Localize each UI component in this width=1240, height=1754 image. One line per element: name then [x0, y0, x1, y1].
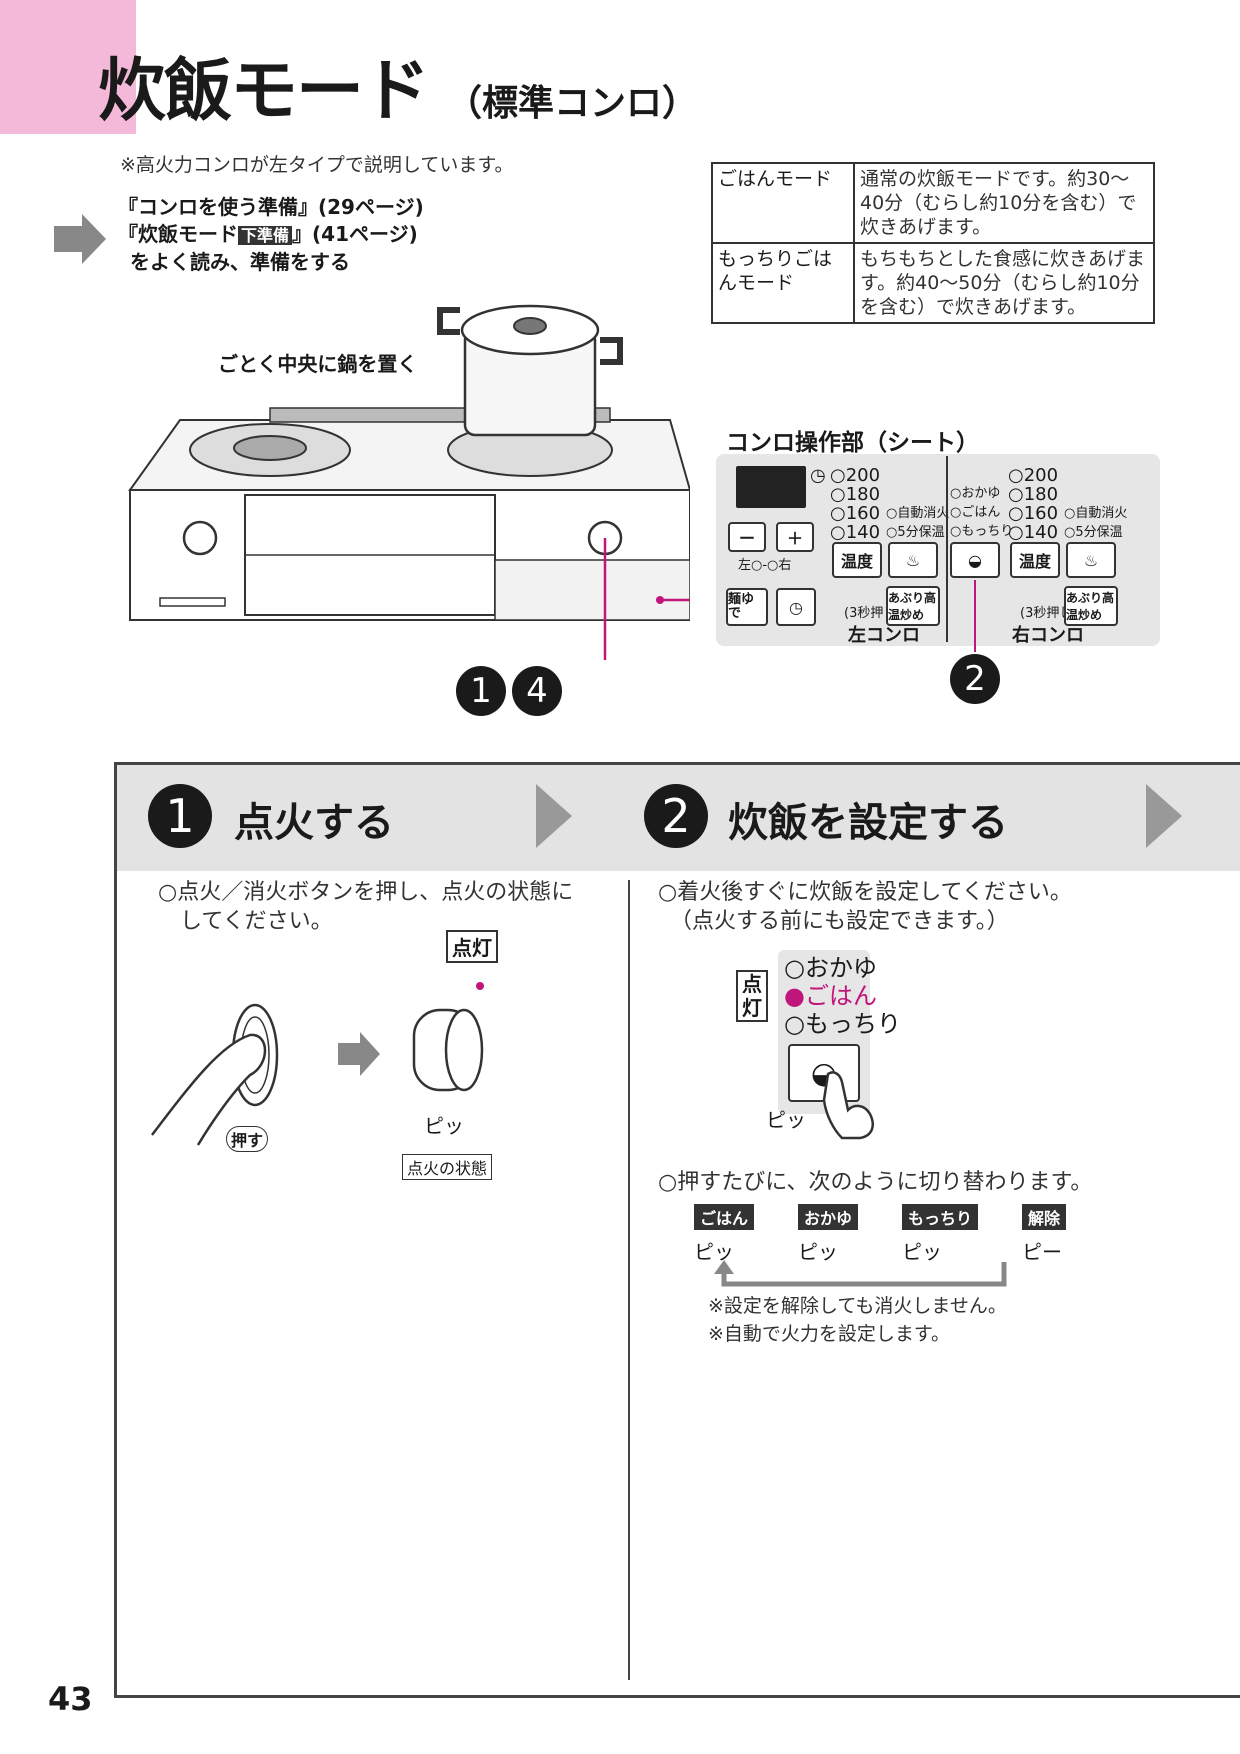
stove-illustration	[128, 304, 690, 660]
rice-mode-indicators: ○おかゆ ○ごはん ○もっちり	[950, 486, 1014, 539]
timer-button[interactable]: ◷	[776, 588, 816, 626]
callout-1: 1	[456, 666, 506, 716]
step-arrow-icon	[1146, 784, 1182, 848]
step1-number: 1	[148, 784, 212, 848]
column-divider	[628, 880, 630, 1680]
plus-button[interactable]: ＋	[776, 522, 814, 552]
arrow-right-icon	[338, 1032, 380, 1076]
table-row: ごはんモード 通常の炊飯モードです。約30～40分（むらし約10分を含む）で炊き…	[711, 162, 1155, 244]
left-temp-button[interactable]: 温度	[832, 542, 882, 578]
noodle-button[interactable]: 麺ゆで	[726, 588, 768, 626]
right-temp-button[interactable]: 温度	[1010, 542, 1060, 578]
left-auto-options: ○自動消火 ○5分保温	[886, 506, 950, 540]
right-aburi-button[interactable]: あぶり高温炒め	[1064, 586, 1118, 626]
step2-title: 炊飯を設定する	[728, 800, 1008, 846]
left-burner-label: 左コンロ	[848, 625, 920, 646]
press-label: 押す	[226, 1126, 269, 1152]
left-right-indicator: 左○-○右	[738, 558, 792, 573]
step1-text-2: してください。	[180, 909, 333, 934]
right-temps: ○200 ○180 ○160 ○140	[1008, 465, 1059, 543]
minus-button[interactable]: ー	[728, 522, 766, 552]
section-tab	[0, 0, 136, 134]
callout-4: 4	[512, 666, 562, 716]
right-burner-label: 右コンロ	[1012, 625, 1084, 646]
note-2: ※自動で火力を設定します。	[708, 1323, 951, 1345]
page-number: 43	[48, 1680, 93, 1718]
right-auto-options: ○自動消火 ○5分保温	[1064, 506, 1128, 540]
prep-tag: 下準備	[238, 226, 293, 245]
mode-cycle: ごはん ピッ おかゆ ピッ もっちり ピッ 解除 ピー	[694, 1204, 1067, 1265]
press3-right: (3秒押し)	[1020, 606, 1078, 621]
step2-text-2: （点火する前にも設定できます。）	[670, 909, 1009, 934]
prep-instructions: 『コンロを使う準備』(29ページ) 『炊飯モード下準備』(41ページ) をよく読…	[118, 194, 424, 276]
cycle-item: 解除 ピー	[1022, 1204, 1067, 1265]
cycle-item: ごはん ピッ	[694, 1204, 755, 1265]
rice-mode-list: ○おかゆ ●ごはん ○もっちり	[784, 954, 901, 1038]
step1-text-1: ○点火／消火ボタンを押し、点火の状態に	[158, 880, 574, 905]
mode-name: ごはんモード	[711, 162, 855, 244]
panel-title: コンロ操作部（シート）	[726, 430, 979, 456]
steps-frame	[114, 762, 1240, 1698]
step2-text-1: ○着火後すぐに炊飯を設定してください。	[658, 880, 1072, 905]
beep-sound: ピッ	[424, 1114, 464, 1138]
prep-line-1: 『コンロを使う準備』(29ページ)	[118, 195, 424, 219]
callout-2: 2	[950, 654, 1000, 704]
kettle-icon: ♨	[905, 550, 921, 570]
knob-lit-illustration	[412, 982, 484, 1092]
timer-display	[736, 466, 806, 508]
prep-line-2: 『炊飯モード下準備』(41ページ)	[118, 222, 418, 246]
mode-desc: 通常の炊飯モードです。約30～40分（むらし約10分を含む）で炊きあげます。	[853, 162, 1155, 244]
step1-title: 点火する	[234, 800, 394, 846]
left-temps: ○200 ○180 ○160 ○140	[830, 465, 881, 543]
clock-icon: ◷	[810, 465, 826, 486]
modes-table: ごはんモード 通常の炊飯モードです。約30～40分（むらし約10分を含む）で炊き…	[711, 162, 1155, 324]
place-pot-label: ごとく中央に鍋を置く	[218, 352, 418, 376]
arrow-right-icon	[54, 214, 106, 264]
table-row: もっちりごはんモード もちもちとした食感に炊きあげます。約40～50分（むらし約…	[711, 242, 1155, 324]
right-kettle-button[interactable]: ♨	[1066, 542, 1116, 578]
cycle-item: もっちり ピッ	[902, 1204, 979, 1265]
cycle-text: ○押すたびに、次のように切り替わります。	[658, 1170, 1093, 1195]
panel-divider	[946, 456, 948, 642]
mode-desc: もちもちとした食感に炊きあげます。約40～50分（むらし約10分を含む）で炊きあ…	[853, 242, 1155, 324]
clock-icon: ◷	[789, 597, 803, 617]
cycle-item: おかゆ ピッ	[798, 1204, 859, 1265]
lit-label: 点灯	[446, 930, 498, 963]
mode-name: もっちりごはんモード	[711, 242, 855, 324]
step2-number: 2	[644, 784, 708, 848]
left-aburi-button[interactable]: あぶり高温炒め	[886, 586, 940, 626]
callout-line-2	[974, 580, 976, 652]
pointing-hand-icon	[822, 1071, 874, 1140]
note-1: ※設定を解除しても消火しません。	[708, 1295, 1007, 1317]
left-kettle-button[interactable]: ♨	[888, 542, 938, 578]
kettle-icon: ♨	[1083, 550, 1099, 570]
page-subtitle: （標準コンロ）	[446, 83, 699, 124]
prep-line-3: をよく読み、準備をする	[130, 250, 350, 274]
lit-state-label: 点火の状態	[402, 1154, 493, 1180]
header-note: ※高火力コンロが左タイプで説明しています。	[120, 154, 514, 176]
rice-button[interactable]: ◒	[950, 542, 1000, 578]
step-arrow-icon	[536, 784, 572, 848]
finger-press-illustration	[151, 1003, 279, 1146]
beep-sound: ピッ	[766, 1108, 806, 1132]
rice-bowl-icon: ◒	[968, 550, 982, 570]
page-title: 炊飯モード	[98, 52, 430, 131]
lit-label-vertical: 点灯	[736, 970, 768, 1022]
cycle-return-arrow	[714, 1260, 1007, 1287]
